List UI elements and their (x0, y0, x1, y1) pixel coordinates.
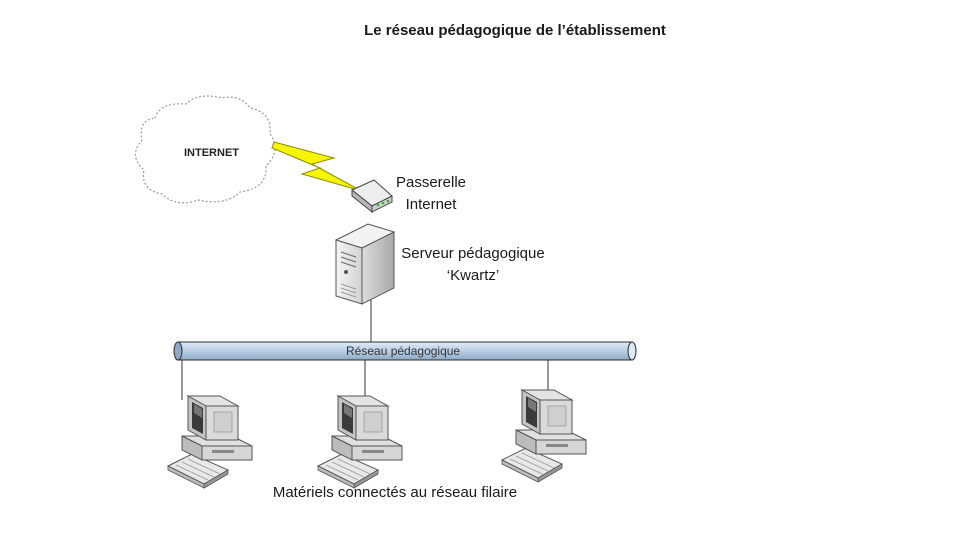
gateway-label-line1: Passerelle (395, 174, 467, 191)
server-label-line2: ‘Kwartz’ (446, 267, 500, 284)
diagram-title: Le réseau pédagogique de l’établissement (364, 22, 666, 39)
lightning-link (271, 141, 360, 192)
network-bus (173, 341, 637, 361)
server-label-line1: Serveur pédagogique (401, 245, 545, 262)
workstation-center-icon (317, 395, 403, 489)
server-label: Serveur pédagogique ‘Kwartz’ (390, 243, 556, 287)
gateway-label-line2: Internet (405, 196, 457, 213)
workstation-left-icon (167, 395, 253, 489)
gateway-router-icon (351, 179, 393, 214)
workstation-right-icon (501, 389, 587, 483)
network-label: Réseau pédagogique (346, 344, 461, 358)
internet-label: INTERNET (184, 147, 239, 159)
workstations-caption: Matériels connectés au réseau filaire (272, 484, 518, 501)
internet-cloud (134, 95, 276, 204)
gateway-label: Passerelle Internet (386, 172, 476, 216)
server-tower-icon (334, 223, 396, 305)
